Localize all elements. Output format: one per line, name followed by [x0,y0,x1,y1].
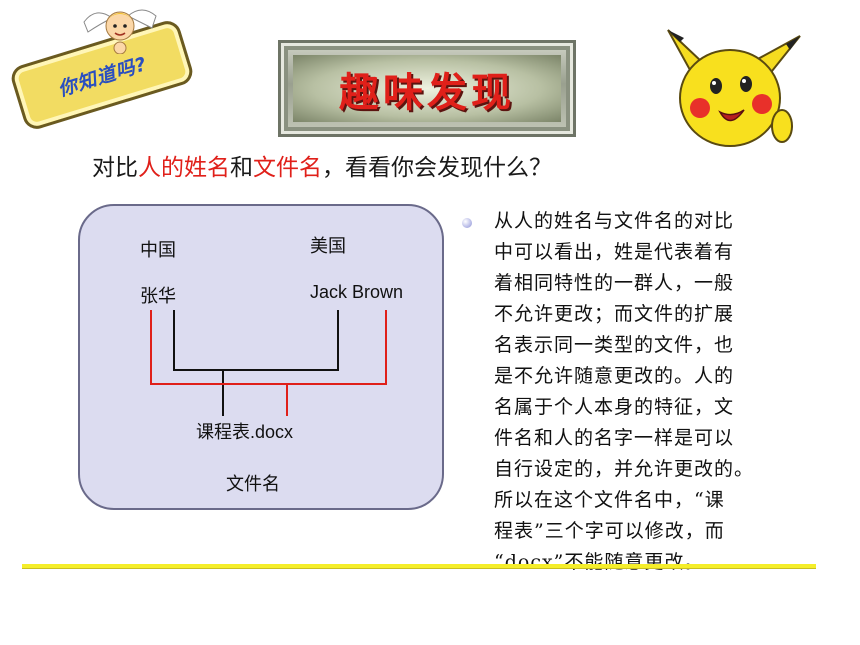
explanation-line: 程表”三个字可以修改，而 [494,520,725,542]
explanation-line: 名属于个人本身的特征，文 [494,396,735,418]
explanation-line: 所以在这个文件名中，“课 [494,489,725,511]
chinese-name: 张华 [140,286,176,306]
diagram-panel: 中国 美国 张华 Jack Brown 课程表.docx 文件名 [78,204,444,510]
question-line: 对比人的姓名和文件名，看看你会发现什么？ [92,148,552,182]
question-highlight-name: 人的姓名 [138,155,230,181]
explanation-line: 自行设定的，并允许更改的。 [494,458,755,480]
pikachu-icon [667,29,801,147]
label-usa: 美国 [310,236,346,256]
question-part-3: 和 [230,155,253,181]
english-name: Jack Brown [310,282,404,302]
diagram-caption: 文件名 [226,474,280,494]
explanation-line: 中可以看出，姓是代表着有 [494,241,735,263]
page-title: 趣味发现 [339,68,515,116]
question-highlight-file: 文件名 [253,155,322,181]
bullet-icon [462,218,472,228]
explanation-text: 从人的姓名与文件名的对比中可以看出，姓是代表着有着相同特性的一群人，一般不允许更… [494,206,790,578]
explanation-line: “docx”不能随意更改。 [494,551,705,573]
title-banner: 趣味发现 [278,40,576,137]
explanation-line: 件名和人的名字一样是可以 [494,427,735,449]
black-connector [173,310,339,371]
question-part-1: 对比 [92,155,138,181]
explanation-line: 是不允许随意更改的。人的 [494,365,735,387]
explanation-line: 不允许更改；而文件的扩展 [494,303,735,325]
connector-lines [150,310,387,416]
explanation-line: 名表示同一类型的文件，也 [494,334,735,356]
explanation-line: 着相同特性的一群人，一般 [494,272,735,294]
cherub-icon [83,9,157,54]
file-name-example: 课程表.docx [196,422,294,442]
red-connector [150,310,387,385]
title-inner: 趣味发现 [293,55,561,122]
question-part-5: ，看看你会发现什么？ [322,155,552,181]
explanation-line: 从人的姓名与文件名的对比 [494,210,735,232]
label-china: 中国 [140,240,176,260]
bottom-divider [22,564,816,569]
